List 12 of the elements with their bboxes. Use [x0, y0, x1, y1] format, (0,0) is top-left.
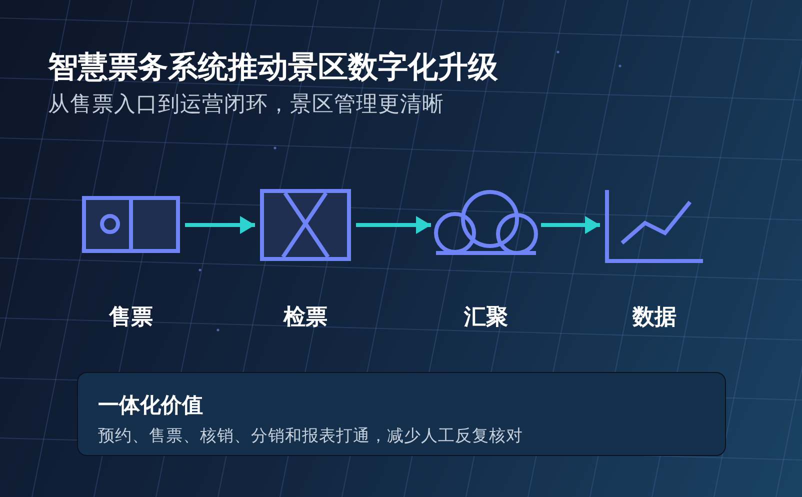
subtitle: 从售票入口到运营闭环，景区管理更清晰: [48, 92, 444, 118]
arrow: [185, 216, 255, 234]
node-label: 汇聚: [464, 305, 508, 331]
arrow: [541, 216, 600, 234]
info-card: [77, 372, 726, 456]
node-label: 售票: [109, 305, 153, 331]
node-label: 检票: [284, 305, 328, 331]
title: 智慧票务系统推动景区数字化升级: [48, 50, 498, 86]
card-heading: 一体化价值: [98, 392, 203, 418]
card-text: 预约、售票、核销、分销和报表打通，减少人工反复核对: [98, 425, 523, 447]
arrow: [356, 216, 431, 234]
node-label: 数据: [632, 305, 676, 331]
